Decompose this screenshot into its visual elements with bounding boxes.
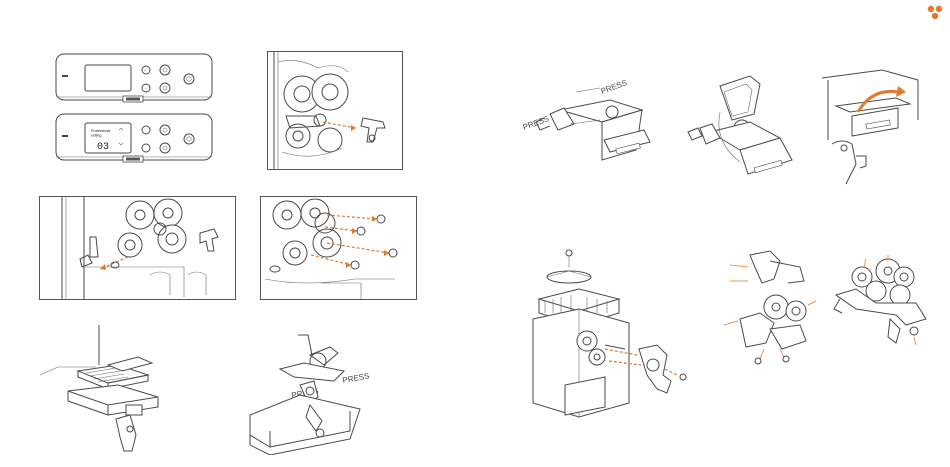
display-value: 03 (97, 142, 109, 153)
control-panel-diagram-1: + − (55, 53, 213, 105)
plus-icon: + (144, 69, 146, 73)
display-line-2: setting (91, 134, 101, 138)
diagram-press-parts-exploded (720, 245, 820, 370)
diagram-box-cup-removal (39, 196, 236, 300)
diagram-filter-open (680, 72, 800, 187)
control-panel-diagram-2: Professional setting 03 (55, 113, 213, 165)
diagram-press-assembly-1: PRESS PRESS (240, 325, 370, 455)
press-label: PRESS (522, 114, 551, 132)
diagram-press-parts-assembled (830, 245, 935, 360)
diagram-filter-tray (38, 325, 168, 455)
press-label: PRESS (342, 371, 370, 385)
diagram-press-assembly-2: PRESS PRESS (520, 80, 660, 180)
display-line-1: Professional (91, 129, 110, 133)
power-icon (184, 134, 194, 144)
diagram-box-rollers-removal (260, 196, 417, 300)
diagram-box-key-removal (267, 51, 403, 170)
press-label: PRESS (600, 80, 629, 96)
minus-icon: − (145, 87, 147, 91)
diagram-peel-tray-tilt (822, 66, 922, 191)
diagram-machine-exploded (525, 245, 695, 420)
brand-logo (926, 4, 944, 22)
logo-dots-icon (926, 4, 944, 22)
